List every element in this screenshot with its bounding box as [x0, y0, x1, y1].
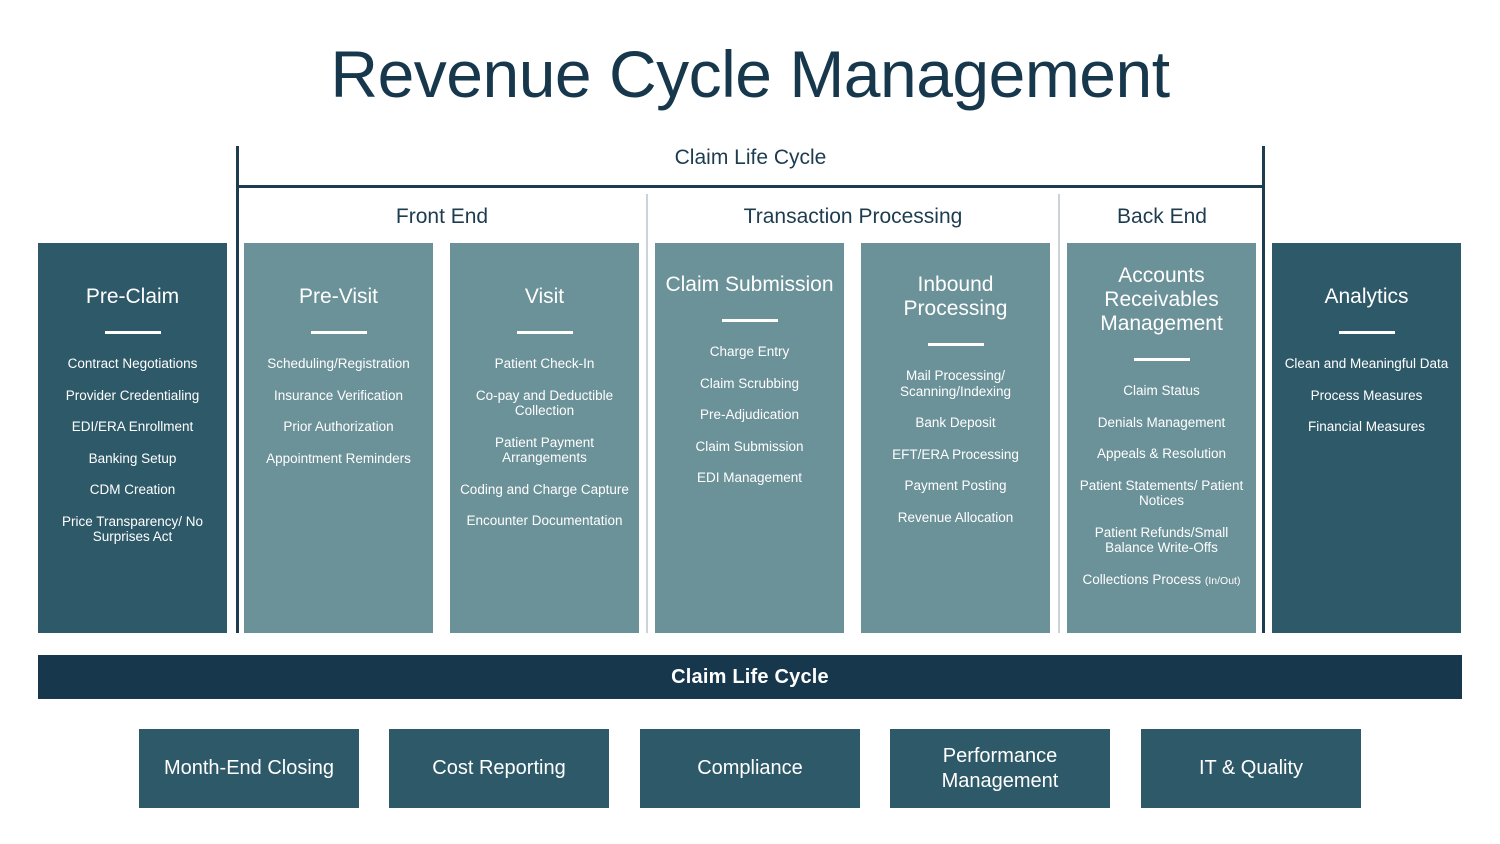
stage-item: Appointment Reminders	[266, 450, 411, 466]
stage-item: Coding and Charge Capture	[460, 481, 629, 497]
stage-item: Financial Measures	[1307, 419, 1426, 434]
page-title: Revenue Cycle Management	[330, 37, 1170, 111]
stage-item-list: Claim Status Denials Management Appeals …	[1075, 383, 1248, 605]
stage-item: Contract Negotiations	[67, 356, 198, 371]
footer-box-it-and-quality[interactable]: IT & Quality	[1141, 729, 1361, 808]
stage-item-collections-process: Collections Process (In/Out)	[1075, 572, 1248, 590]
footer-box-label: Compliance	[697, 757, 803, 779]
bracket-leg-right	[1262, 146, 1265, 633]
stage-item-list: Mail Processing/ Scanning/Indexing Bank …	[869, 368, 1042, 541]
stage-item: Claim Scrubbing	[699, 375, 800, 391]
stage-item: Co-pay and Deductible Collection	[475, 387, 614, 419]
footer-box-performance-management[interactable]: Performance Management	[890, 729, 1110, 808]
stage-item: Price Transparency/ No Surprises Act	[61, 513, 204, 545]
stage-divider-rule	[516, 331, 573, 334]
stage-item: Bank Deposit	[915, 415, 996, 430]
stage-item: Denials Management	[1097, 414, 1226, 430]
stage-item-list: Scheduling/Registration Insurance Verifi…	[252, 356, 425, 482]
group-label-front-end: Front End	[395, 205, 489, 228]
footer-box-label: Month-End Closing	[163, 757, 335, 779]
stage-item: Banking Setup	[88, 450, 177, 466]
stage-divider-rule	[1133, 358, 1190, 361]
claim-life-cycle-bracket-label: Claim Life Cycle	[674, 146, 827, 169]
claim-life-cycle-bar-label: Claim Life Cycle	[671, 665, 829, 688]
stage-card-pre-claim[interactable]: Pre-Claim Contract Negotiations Provider…	[38, 243, 227, 633]
stage-item: Pre-Adjudication	[699, 407, 800, 422]
stage-card-claim-submission[interactable]: Claim Submission Charge Entry Claim Scru…	[655, 243, 844, 633]
stage-item: Prior Authorization	[283, 419, 394, 434]
stage-title: Accounts Receivables Management	[1100, 264, 1223, 335]
stage-item: EDI Management	[696, 470, 803, 485]
stage-title: Claim Submission	[665, 273, 834, 296]
stage-item: Claim Status	[1123, 383, 1200, 398]
stage-item: Insurance Verification	[273, 387, 404, 403]
stage-item: EDI/ERA Enrollment	[71, 419, 194, 434]
bracket-leg-left	[236, 146, 239, 633]
stage-card-inbound-processing[interactable]: Inbound Processing Mail Processing/ Scan…	[861, 243, 1050, 633]
group-divider-front-transaction	[646, 194, 648, 633]
stage-item: Claim Submission	[695, 438, 804, 454]
stage-item-list: Charge Entry Claim Scrubbing Pre-Adjudic…	[663, 344, 836, 502]
stage-item: Patient Refunds/Small Balance Write-Offs	[1094, 524, 1229, 556]
stage-item: Mail Processing/ Scanning/Indexing	[899, 368, 1012, 399]
stage-divider-rule	[927, 343, 984, 346]
stage-title: Inbound Processing	[903, 273, 1008, 320]
stage-item: EFT/ERA Processing	[892, 446, 1019, 462]
stage-item-list: Contract Negotiations Provider Credentia…	[46, 356, 219, 561]
stage-item: Patient Check-In	[494, 356, 595, 371]
group-divider-transaction-back	[1058, 194, 1060, 633]
footer-box-cost-reporting[interactable]: Cost Reporting	[389, 729, 609, 808]
footer-box-label: Performance Management	[941, 744, 1059, 792]
stage-divider-rule	[310, 331, 367, 334]
stage-card-accounts-receivables-management[interactable]: Accounts Receivables Management Claim St…	[1067, 243, 1256, 633]
stage-title: Pre-Visit	[299, 285, 378, 308]
bracket-top-rule	[236, 185, 1265, 188]
group-label-back-end: Back End	[1117, 205, 1207, 228]
stage-item: Appeals & Resolution	[1096, 446, 1227, 461]
collections-process-label: Collections Process	[1082, 571, 1205, 587]
stage-item: CDM Creation	[89, 482, 176, 497]
stage-card-pre-visit[interactable]: Pre-Visit Scheduling/Registration Insura…	[244, 243, 433, 633]
stage-item: Charge Entry	[709, 344, 790, 359]
stage-divider-rule	[104, 331, 161, 334]
stage-item: Provider Credentialing	[65, 387, 200, 403]
stage-item: Payment Posting	[904, 478, 1007, 493]
footer-box-label: Cost Reporting	[432, 757, 566, 779]
collections-process-suffix: (In/Out)	[1204, 574, 1241, 587]
stage-divider-rule	[721, 319, 778, 322]
stage-item-list: Clean and Meaningful Data Process Measur…	[1280, 356, 1453, 451]
stage-item: Encounter Documentation	[466, 513, 623, 528]
footer-box-compliance[interactable]: Compliance	[640, 729, 860, 808]
footer-box-label: IT & Quality	[1198, 757, 1304, 779]
stage-card-analytics[interactable]: Analytics Clean and Meaningful Data Proc…	[1272, 243, 1461, 633]
stage-divider-rule	[1338, 331, 1395, 334]
stage-card-visit[interactable]: Visit Patient Check-In Co-pay and Deduct…	[450, 243, 639, 633]
stage-item-list: Patient Check-In Co-pay and Deductible C…	[458, 356, 631, 545]
footer-box-month-end-closing[interactable]: Month-End Closing	[139, 729, 359, 808]
group-label-transaction-processing: Transaction Processing	[743, 205, 963, 228]
stage-item: Patient Payment Arrangements	[494, 434, 595, 466]
stage-item: Clean and Meaningful Data	[1284, 356, 1449, 371]
claim-life-cycle-bar: Claim Life Cycle	[38, 655, 1462, 699]
stage-item: Process Measures	[1310, 387, 1423, 403]
stage-title: Visit	[524, 285, 565, 308]
stage-title: Pre-Claim	[85, 285, 180, 308]
stage-item: Patient Statements/ Patient Notices	[1079, 477, 1244, 509]
stage-item: Revenue Allocation	[897, 509, 1014, 525]
stage-item: Scheduling/Registration	[267, 356, 410, 371]
stage-title: Analytics	[1324, 285, 1409, 308]
